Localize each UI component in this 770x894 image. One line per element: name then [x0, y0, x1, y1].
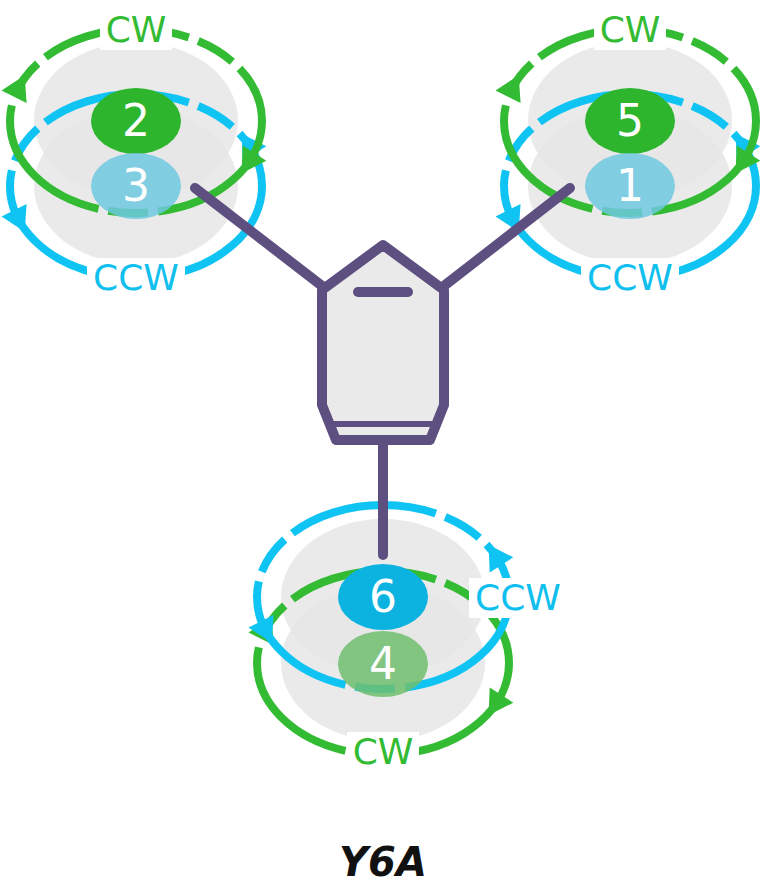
motor-number-text: 4	[369, 642, 397, 686]
rotation-label: CCW	[87, 258, 185, 298]
rotation-arrowhead	[2, 75, 27, 103]
frame-type-caption: Y6A	[339, 842, 427, 882]
body-line	[330, 421, 436, 427]
motor-number: 6	[338, 564, 428, 630]
motor-number: 2	[91, 88, 181, 154]
rotation-arrowhead	[489, 545, 514, 573]
motor-number-text: 2	[122, 99, 150, 143]
rotation-ring	[10, 29, 262, 213]
arm	[378, 440, 388, 555]
motor-number: 1	[585, 153, 675, 219]
motor-number: 3	[91, 153, 181, 219]
rotation-ring	[504, 29, 756, 213]
rotation-arrowhead	[496, 75, 521, 103]
rotation-label: CW	[594, 10, 667, 50]
motor-number: 5	[585, 88, 675, 154]
motor-number-text: 5	[616, 99, 644, 143]
rotation-arrowhead	[736, 146, 761, 174]
motor-number-text: 1	[616, 164, 644, 208]
rotation-arrowhead	[242, 146, 267, 174]
motor-number-text: 6	[369, 575, 397, 619]
arm	[440, 188, 570, 289]
motor-number-text: 3	[122, 164, 150, 208]
rotation-label: CW	[347, 732, 420, 772]
arm	[195, 188, 326, 289]
body	[322, 245, 444, 440]
motor-number: 4	[338, 631, 428, 697]
rotation-label: CCW	[581, 258, 679, 298]
rotation-arrowhead	[489, 688, 514, 716]
body-slot	[358, 287, 408, 297]
rotation-arrowhead	[249, 615, 274, 643]
rotation-arrowhead	[2, 204, 27, 232]
rotation-label: CCW	[469, 578, 567, 618]
frame	[195, 188, 570, 555]
rotation-label: CW	[100, 10, 173, 50]
